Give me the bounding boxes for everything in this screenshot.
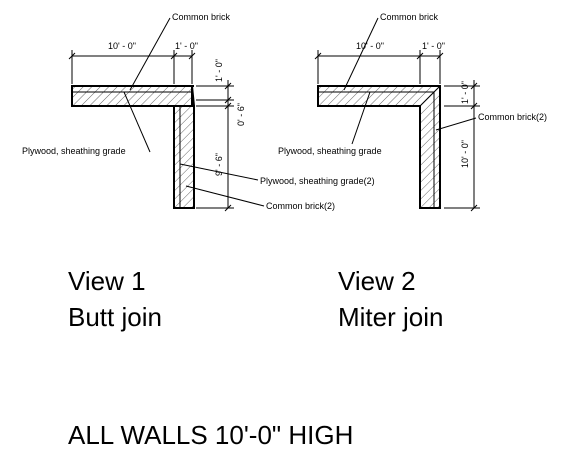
- view1-label-common-brick: Common brick: [172, 12, 231, 22]
- view1-dim-top-short: 1' - 0": [175, 41, 198, 51]
- view2-dim-top-long: 10' - 0": [356, 41, 384, 51]
- view1-dim-top-long: 10' - 0": [108, 41, 136, 51]
- view2-title: View 2: [338, 266, 416, 296]
- view1-dim-right-long: 9' - 6": [214, 153, 224, 176]
- view1-title: View 1: [68, 266, 146, 296]
- view2-subtitle: Miter join: [338, 302, 443, 332]
- view2-dim-right-top: 1' - 0": [460, 81, 470, 104]
- view2-dim-top-short: 1' - 0": [422, 41, 445, 51]
- view2-diagram: 10' - 0" 1' - 0" 1' - 0" 10' - 0" Common…: [278, 12, 547, 332]
- view1-diagram: 10' - 0" 1' - 0" 1' - 0" 0' - 6" 9' - 6"…: [22, 12, 375, 332]
- view2-label-common-brick: Common brick: [380, 12, 439, 22]
- view1-leader-common-brick: [129, 17, 171, 91]
- footer-note: ALL WALLS 10'-0" HIGH: [68, 420, 353, 450]
- view1-label-common-brick2: Common brick(2): [266, 201, 335, 211]
- view1-leader-plywood: [123, 91, 151, 153]
- view1-horizontal-wall: [71, 85, 193, 107]
- view1-subtitle: Butt join: [68, 302, 162, 332]
- view1-label-plywood2: Plywood, sheathing grade(2): [260, 176, 375, 186]
- view2-leader-plywood: [351, 91, 371, 145]
- view2-label-plywood: Plywood, sheathing grade: [278, 146, 382, 156]
- view2-leader-common-brick2: [435, 117, 477, 131]
- view1-dim-right-mid: 0' - 6": [236, 103, 246, 126]
- view1-dim-right-top: 1' - 0": [214, 59, 224, 82]
- view1-leader-common-brick2: [185, 185, 265, 207]
- view2-dim-right-long: 10' - 0": [460, 140, 470, 168]
- view1-vertical-wall: [173, 105, 195, 209]
- view1-leader-plywood2: [179, 163, 259, 181]
- view2-leader-common-brick: [343, 17, 379, 91]
- view2-label-common-brick2: Common brick(2): [478, 112, 547, 122]
- view1-label-plywood: Plywood, sheathing grade: [22, 146, 126, 156]
